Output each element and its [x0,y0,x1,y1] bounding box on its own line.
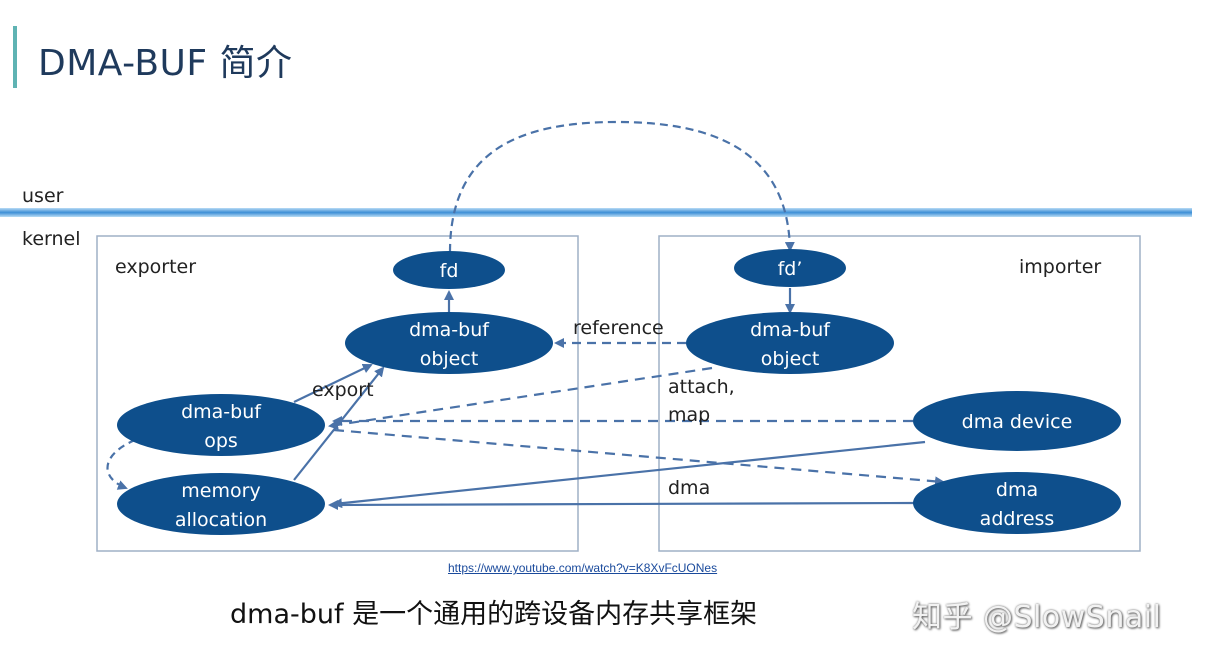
edge-ops-to-object [293,363,373,403]
dma-device-node [913,391,1121,451]
importer-object-text-2: object [761,348,820,370]
exporter-fd-text: fd [440,260,459,282]
reference-label: reference [573,317,664,339]
source-link[interactable]: https://www.youtube.com/watch?v=K8XvFcUO… [448,561,718,575]
title-accent-bar [13,26,17,88]
dma-label: dma [668,477,710,499]
dma-device-text: dma device [962,411,1073,433]
user-space-label: user [22,185,64,207]
exporter-fd-node [393,251,505,289]
memory-allocation-node [117,473,325,535]
user-kernel-boundary [0,208,1192,217]
edge-attach-map [328,366,713,430]
exporter-label: exporter [115,256,196,278]
watermark: 知乎 @SlowSnail [912,600,1162,635]
memory-text-1: memory [181,480,260,502]
exporter-object-text-1: dma-buf [409,319,490,341]
export-label: export [312,379,374,401]
importer-fd-text: fd’ [778,258,803,280]
dma-address-text-1: dma [996,479,1038,501]
kernel-space-label: kernel [22,228,81,250]
importer-object-text-1: dma-buf [750,319,831,341]
page-title: DMA-BUF 简介 [38,43,293,84]
exporter-box [96,235,579,552]
map-label: map [668,404,710,426]
dma-buf-diagram: user kernel exporter importer reference … [0,120,1192,552]
edge-ops-to-address [333,428,945,487]
exporter-object-text-2: object [420,348,479,370]
dma-address-node [913,472,1121,534]
attach-label: attach, [668,376,735,398]
ops-text-2: ops [204,430,238,452]
dma-address-text-2: address [980,508,1055,530]
subtitle-caption: dma-buf 是一个通用的跨设备内存共享框架 [230,599,758,630]
importer-box [658,235,1141,552]
dmabuf-ops-node [117,394,325,456]
edge-address-to-memory [328,499,915,510]
fd-share-arc [448,120,795,253]
memory-text-2: allocation [175,509,267,531]
exporter-dmabuf-object-node [345,312,553,374]
edge-ops-memory-loop [106,438,136,490]
ops-text-1: dma-buf [181,401,262,423]
importer-fd-node [734,249,846,287]
importer-label: importer [1019,256,1101,278]
importer-dmabuf-object-node [686,312,894,374]
edge-device-to-memory [332,440,926,509]
